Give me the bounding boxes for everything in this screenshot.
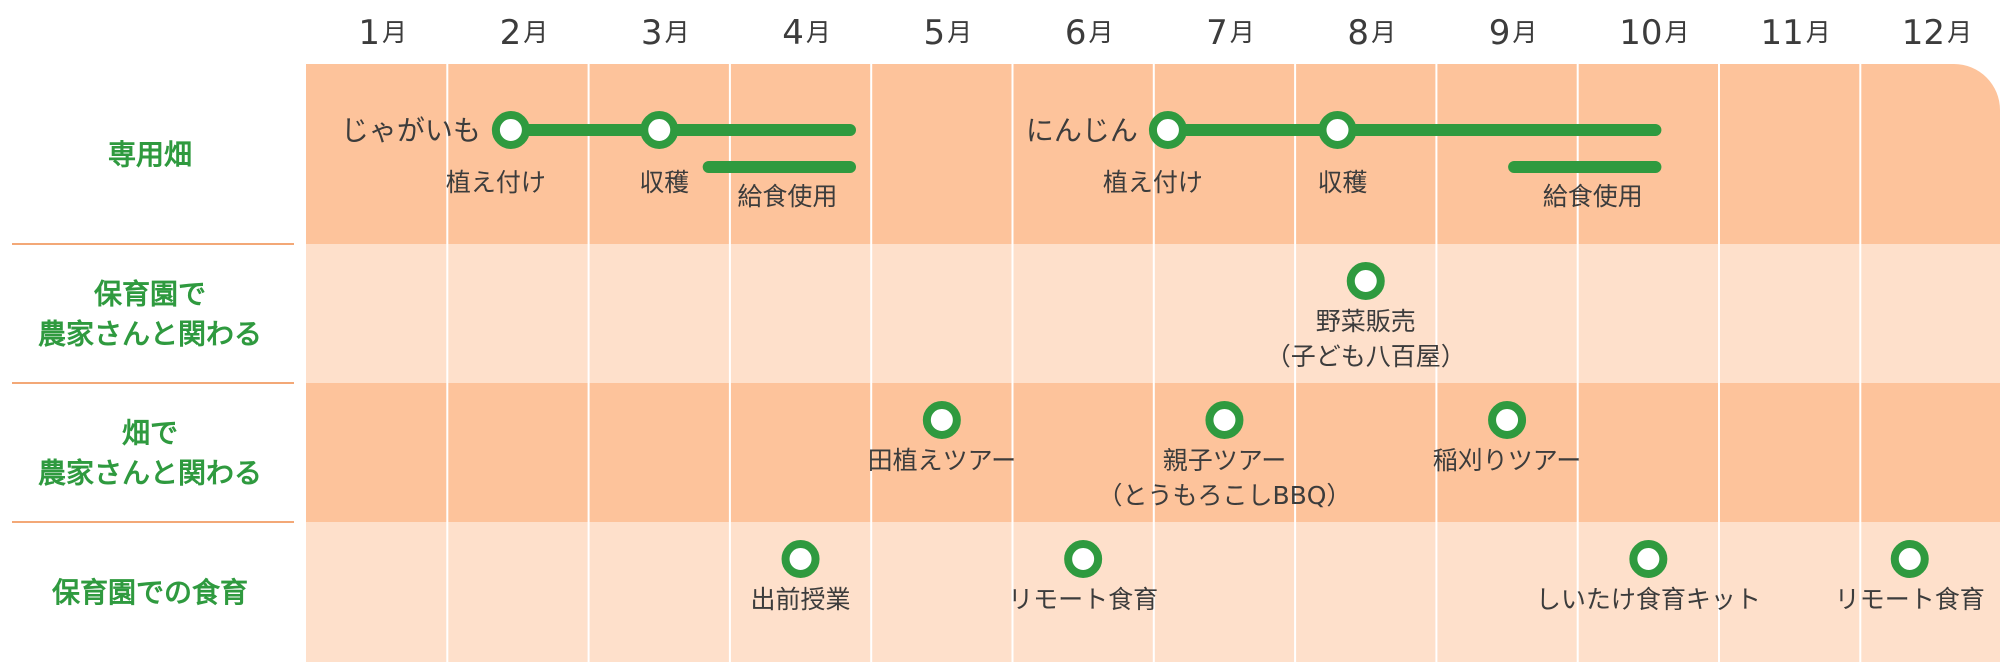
month-label-1: 1月 [358, 13, 407, 53]
row-label-nursery-food-ed: 保育園での食育 [52, 576, 248, 609]
event-2: 田植えツアー [868, 401, 1017, 475]
school-lunch-label: 給食使用 [1543, 182, 1643, 211]
event-7: しいたけ食育キット [1536, 540, 1761, 614]
harvest-label: 収穫 [1317, 168, 1367, 197]
month-label-6: 6月 [1065, 13, 1114, 53]
crop-name: にんじん [1026, 114, 1138, 147]
month-label-4: 4月 [782, 13, 831, 53]
planting-marker [1148, 111, 1187, 149]
event-markers: 野菜販売 （子ども八百屋） 田植えツアー 親子ツアー （とうもろこしBBQ） 稲刈りツアー… [751, 262, 1985, 614]
month-label-3: 3月 [641, 13, 690, 53]
event-marker [781, 540, 820, 578]
month-number: 1 [358, 13, 380, 53]
event-marker [1064, 540, 1103, 578]
row-label-line: 保育園での食育 [52, 576, 248, 609]
event-label-line: （とうもろこしBBQ） [1097, 481, 1351, 510]
month-number: 8 [1347, 13, 1369, 53]
event-label-line: （子ども八百屋） [1266, 342, 1466, 371]
event-label-line: 田植えツアー [868, 446, 1017, 475]
event-label-line: 親子ツアー [1163, 446, 1287, 475]
month-unit: 月 [1088, 18, 1113, 47]
month-number: 5 [924, 13, 946, 53]
month-unit: 月 [1947, 18, 1972, 47]
month-number: 6 [1065, 13, 1087, 53]
row-label-line: 畑で [122, 417, 178, 450]
event-6: リモート食育 [1008, 540, 1158, 614]
planting-label: 植え付け [446, 168, 546, 197]
month-label-5: 5月 [924, 13, 973, 53]
month-number: 9 [1489, 13, 1511, 53]
row-label-nursery-farmers: 保育園で農家さんと関わる [38, 278, 262, 351]
month-unit: 月 [382, 18, 407, 47]
month-number: 11 [1761, 13, 1804, 53]
event-label-line: 野菜販売 [1316, 307, 1416, 336]
month-unit: 月 [1664, 18, 1689, 47]
month-label-8: 8月 [1347, 13, 1396, 53]
event-3: 親子ツアー （とうもろこしBBQ） [1097, 401, 1351, 510]
month-label-11: 11月 [1761, 13, 1831, 53]
crop-name: じゃがいも [341, 114, 481, 147]
month-label-12: 12月 [1902, 13, 1972, 53]
row-label-dividers [12, 243, 294, 523]
harvest-label: 収穫 [639, 168, 689, 197]
event-label-line: リモート食育 [1008, 585, 1158, 614]
month-number: 7 [1206, 13, 1228, 53]
event-label-line: しいたけ食育キット [1536, 585, 1761, 614]
row-label-farm-farmers: 畑で農家さんと関わる [38, 417, 262, 490]
school-lunch-label: 給食使用 [737, 182, 837, 211]
row-label-field: 専用畑 [108, 138, 192, 171]
month-number: 10 [1619, 13, 1662, 53]
month-number: 2 [500, 13, 522, 53]
harvest-marker [1318, 111, 1357, 149]
event-label-line: 稲刈りツアー [1433, 446, 1582, 475]
event-4: 稲刈りツアー [1433, 401, 1582, 475]
harvest-marker [640, 111, 679, 149]
planting-label: 植え付け [1103, 168, 1203, 197]
month-unit: 月 [665, 18, 690, 47]
row-label-line: 保育園で [94, 278, 206, 311]
event-marker [1629, 540, 1668, 578]
event-marker [1205, 401, 1244, 439]
event-marker [922, 401, 961, 439]
month-unit: 月 [806, 18, 831, 47]
month-unit: 月 [1371, 18, 1396, 47]
month-label-7: 7月 [1206, 13, 1255, 53]
month-unit: 月 [1806, 18, 1831, 47]
row-label-line: 専用畑 [108, 138, 192, 171]
month-label-2: 2月 [500, 13, 549, 53]
event-marker [1488, 401, 1527, 439]
month-unit: 月 [1230, 18, 1255, 47]
event-5: 出前授業 [751, 540, 851, 614]
event-1: 野菜販売 （子ども八百屋） [1266, 262, 1466, 371]
month-label-10: 10月 [1619, 13, 1689, 53]
event-marker [1890, 540, 1929, 578]
event-8: リモート食育 [1835, 540, 1985, 614]
month-label-9: 9月 [1489, 13, 1538, 53]
month-number: 3 [641, 13, 663, 53]
month-unit: 月 [1512, 18, 1537, 47]
month-unit: 月 [947, 18, 972, 47]
month-unit: 月 [523, 18, 548, 47]
event-label-line: リモート食育 [1835, 585, 1985, 614]
planting-marker [491, 111, 530, 149]
month-number: 12 [1902, 13, 1945, 53]
event-marker [1346, 262, 1385, 300]
row-label-line: 農家さんと関わる [38, 457, 262, 490]
month-number: 4 [782, 13, 804, 53]
event-label-line: 出前授業 [751, 585, 851, 614]
row-label-line: 農家さんと関わる [38, 318, 262, 351]
